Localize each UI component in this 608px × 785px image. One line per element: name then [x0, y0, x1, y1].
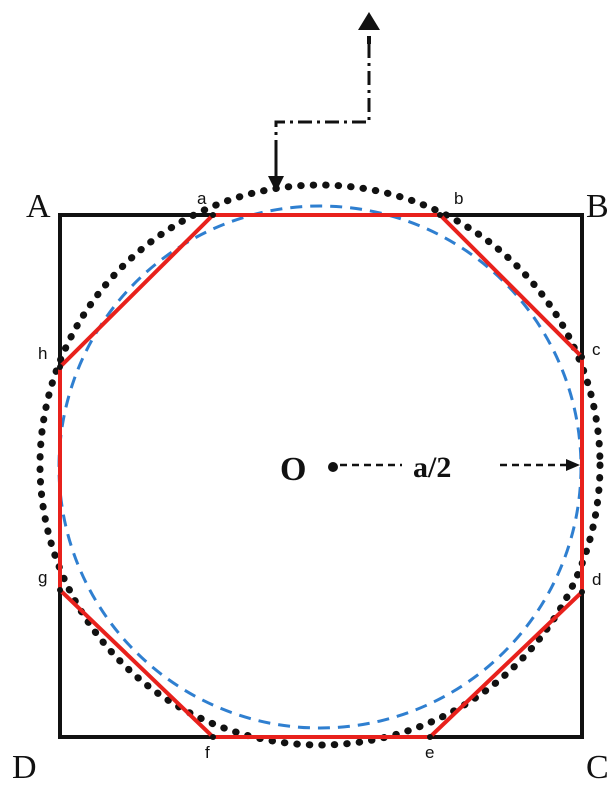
radius-arrowhead: [566, 459, 580, 471]
vertex-label-e: e: [425, 743, 434, 762]
vertex-label-a: a: [197, 189, 207, 208]
octagon-abcdefgh: [58, 213, 584, 739]
vertex-label-f: f: [205, 743, 210, 762]
octagon-vertex-dots: [57, 212, 585, 740]
corner-label-a: A: [26, 188, 51, 225]
vertex-label-g: g: [38, 568, 47, 587]
inscribed-dashed-circle: [57, 204, 583, 730]
vertex-label-h: h: [38, 344, 47, 363]
flow-arrow: [268, 12, 380, 192]
corner-label-d: D: [12, 749, 37, 785]
vertex-label-d: d: [592, 570, 601, 589]
outer-dotted-circle: [36, 181, 604, 749]
vertex-label-b: b: [454, 189, 463, 208]
center-point: [328, 462, 338, 472]
corner-label-b: B: [586, 188, 608, 225]
center-label: O: [280, 451, 306, 488]
vertex-label-c: c: [592, 340, 601, 359]
radius-label: a/2: [413, 451, 451, 484]
square-abcd: [58, 213, 584, 739]
corner-label-c: C: [586, 749, 608, 785]
